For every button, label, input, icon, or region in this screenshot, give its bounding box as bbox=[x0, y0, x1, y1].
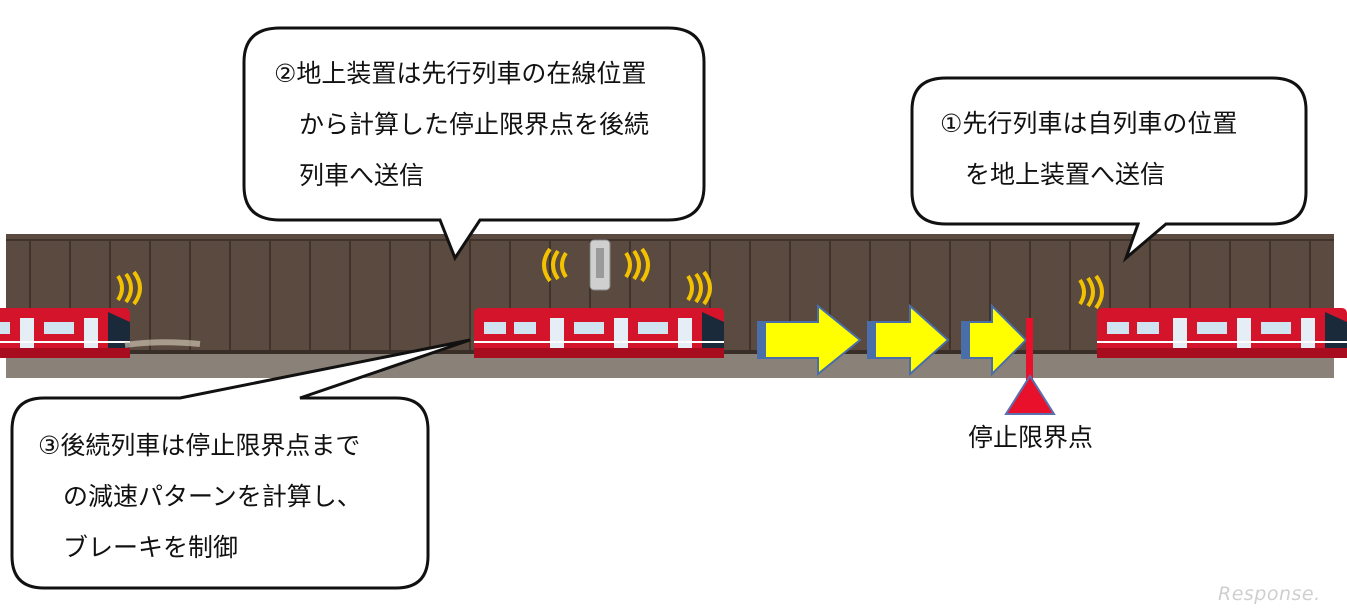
arrow-1 bbox=[757, 303, 862, 377]
stop-limit-label: 停止限界点 bbox=[968, 423, 1094, 452]
callout-text-step3: ③後続列車は停止限界点まで の減速パターンを計算し、 ブレーキを制御 bbox=[38, 420, 362, 573]
callout-step2-line-3: 列車へ送信 bbox=[274, 161, 425, 190]
callout-bubble-step2 bbox=[242, 26, 706, 262]
callout-step2-line-2: から計算した停止限界点を後続 bbox=[274, 110, 650, 139]
arrow-2 bbox=[867, 303, 950, 377]
callout-step3-line-1: ③後続列車は停止限界点まで bbox=[38, 431, 361, 460]
ground-device-antenna bbox=[542, 239, 650, 291]
arrow-3 bbox=[961, 303, 1028, 377]
callout-text-step2: ②地上装置は先行列車の在線位置 から計算した停止限界点を後続 列車へ送信 bbox=[274, 48, 649, 201]
callout-text-step1: ①先行列車は自列車の位置 を地上装置へ送信 bbox=[940, 98, 1237, 200]
callout-step1-line-2: を地上装置へ送信 bbox=[940, 160, 1166, 189]
preceding-train bbox=[1096, 307, 1347, 359]
following-train bbox=[473, 307, 725, 359]
stop-limit-marker bbox=[1004, 318, 1056, 415]
rear-train bbox=[0, 307, 131, 359]
response-watermark-logo: Response. bbox=[1218, 583, 1321, 605]
callout-bubble-step1 bbox=[910, 76, 1308, 263]
callout-step2-line-1: ②地上装置は先行列車の在線位置 bbox=[274, 59, 647, 88]
callout-step3-line-3: ブレーキを制御 bbox=[38, 533, 239, 562]
motion-trail bbox=[124, 339, 201, 348]
callout-bubble-step3 bbox=[10, 338, 471, 590]
callout-step3-line-2: の減速パターンを計算し、 bbox=[38, 482, 362, 511]
callout-step1-line-1: ①先行列車は自列車の位置 bbox=[940, 109, 1238, 138]
